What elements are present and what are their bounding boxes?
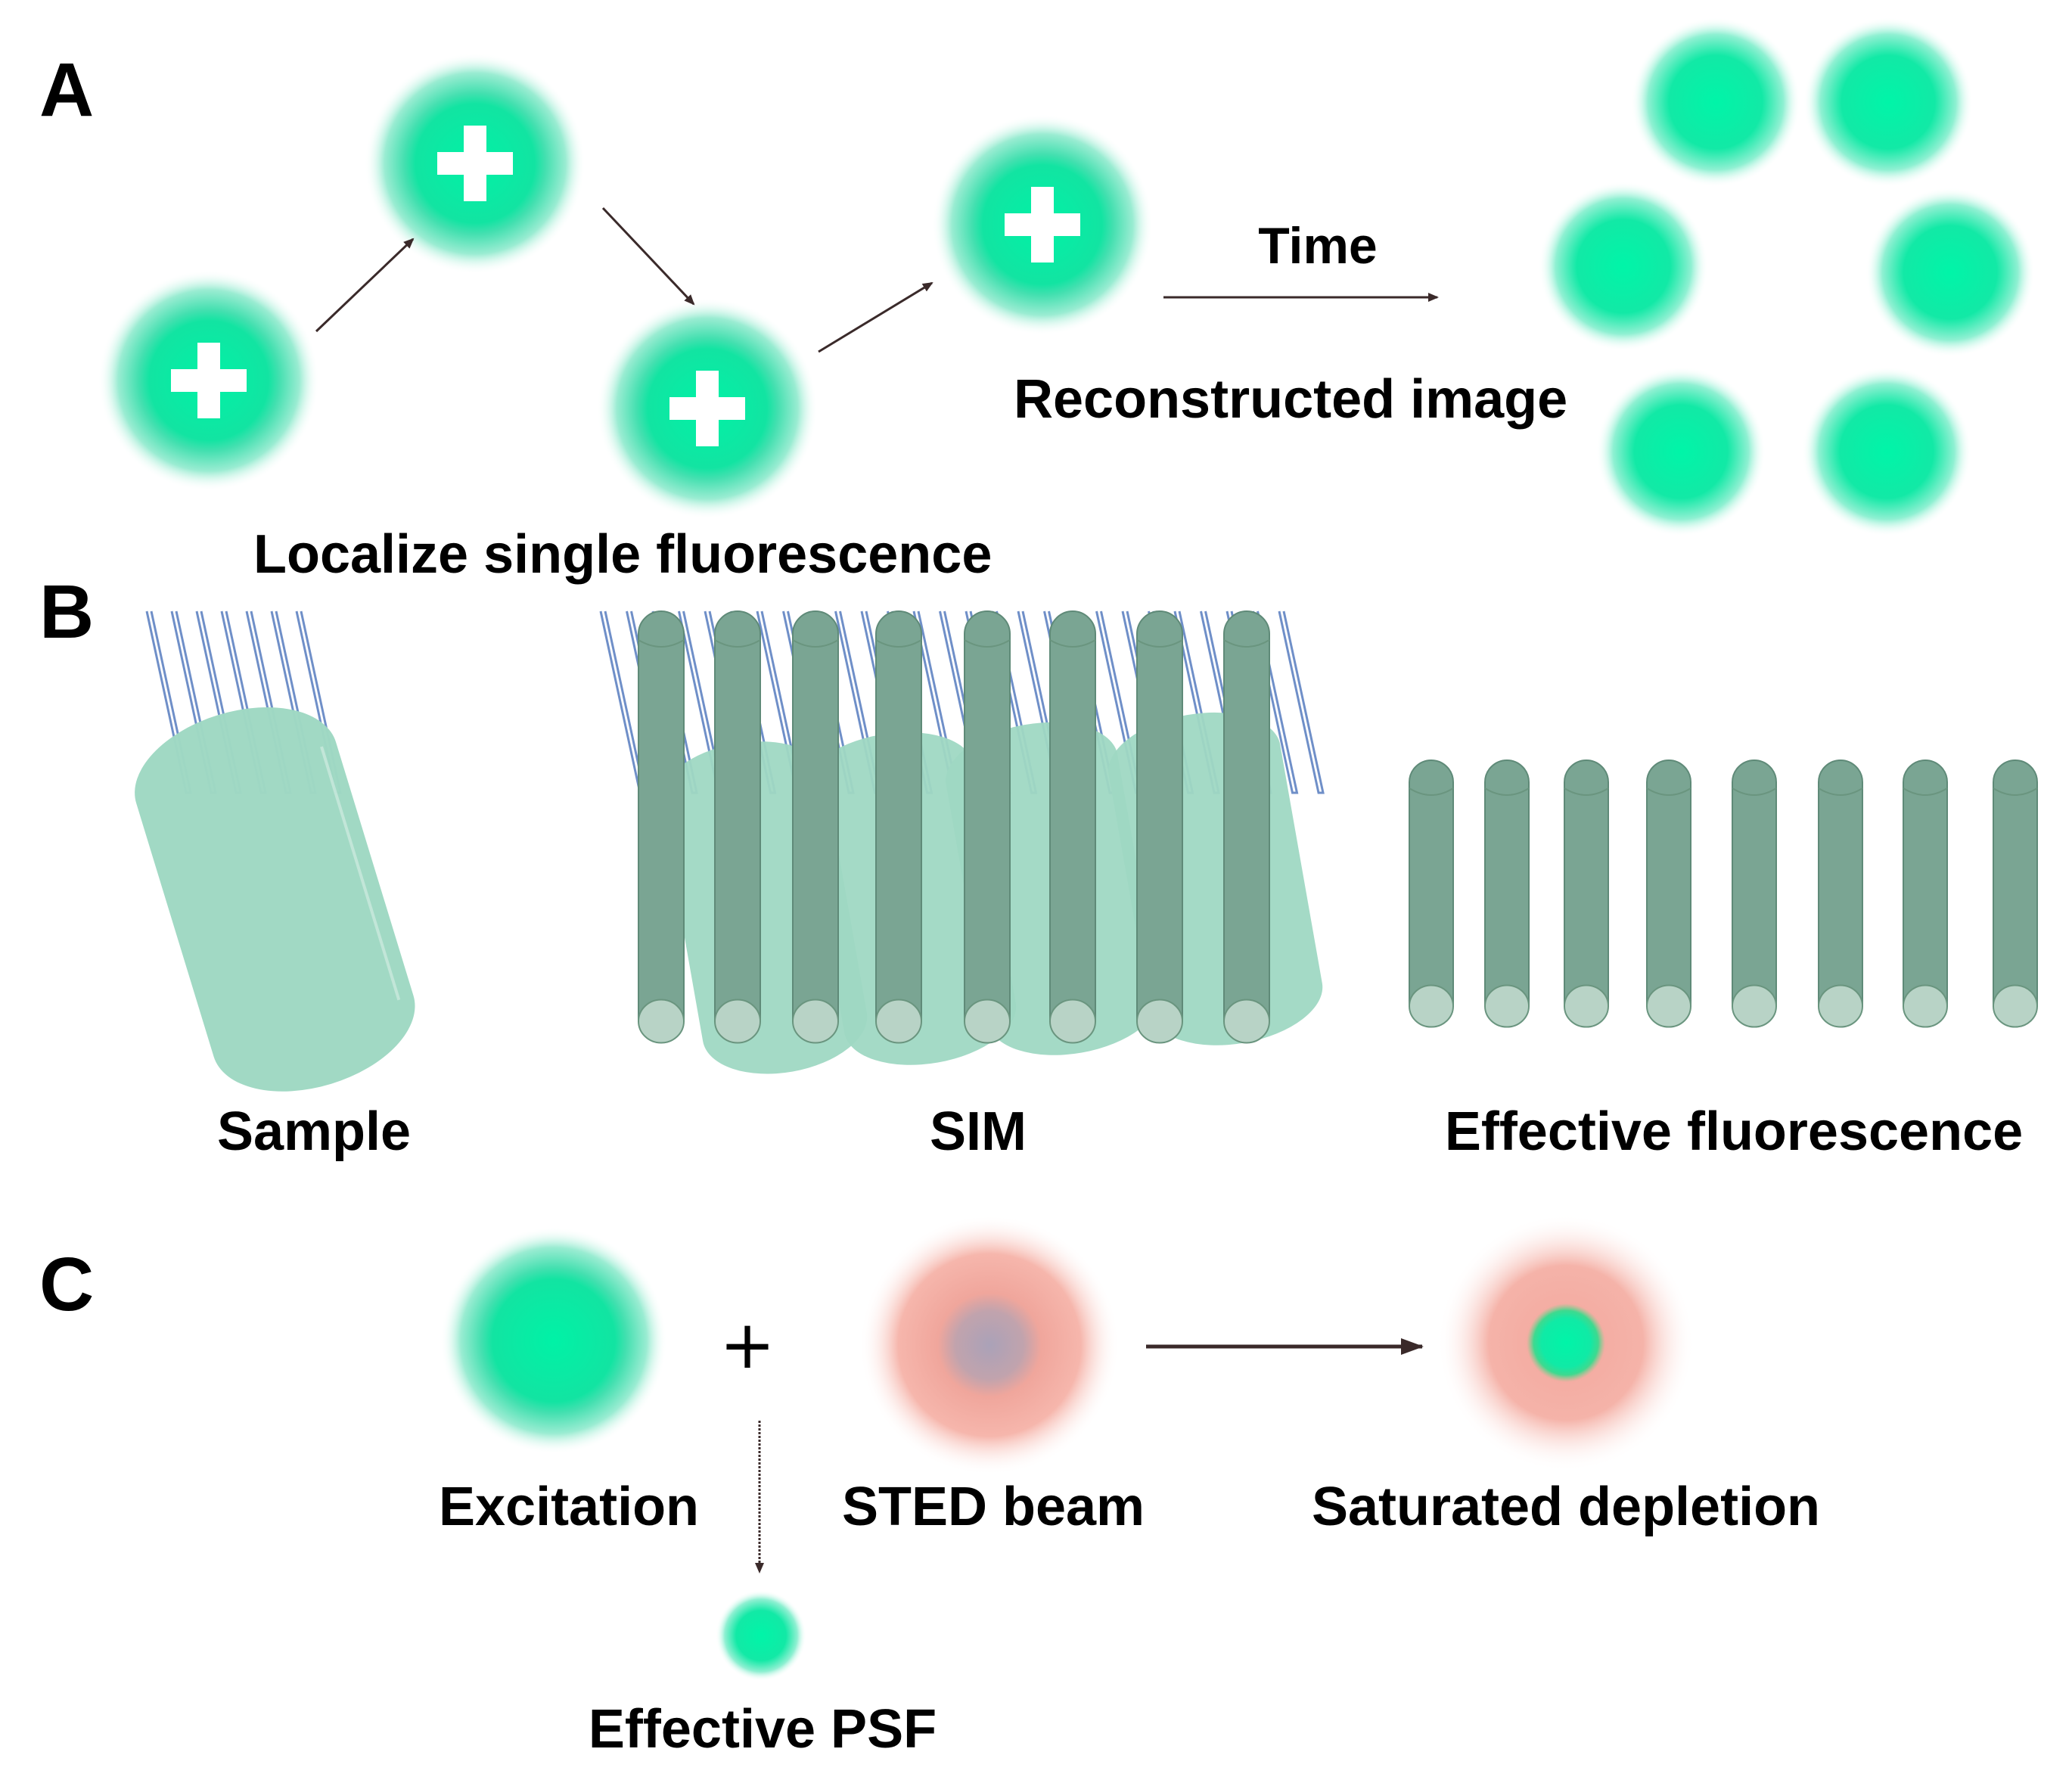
sted-donut-icon	[859, 1215, 1120, 1475]
sample-cylinder-icon	[135, 707, 415, 1092]
sim-group: SIM	[599, 610, 1325, 1162]
sample-label: Sample	[217, 1101, 411, 1162]
fluorescence-bar-icon	[1818, 760, 1863, 1028]
fluorescence-bar-icon	[638, 610, 685, 1044]
excitation-spot-icon	[440, 1227, 667, 1454]
effective-fluorescence-group: Effective fluorescence	[1409, 760, 2038, 1162]
fluorescent-spot-icon	[1631, 17, 1800, 187]
time-label: Time	[1258, 217, 1377, 275]
effective-bars	[1409, 760, 2038, 1028]
excitation-label: Excitation	[439, 1477, 699, 1537]
fluorescence-bar-icon	[714, 610, 761, 1044]
fluorescence-bar-icon	[1136, 610, 1183, 1044]
fluorescent-spot-icon	[1539, 182, 1708, 351]
arrow-1-icon	[315, 238, 415, 333]
fluorescence-bar-icon	[1993, 760, 2038, 1028]
fluorescence-bar-icon	[1049, 610, 1096, 1044]
fluorescent-spot-icon	[1803, 17, 1973, 187]
panel-a-label: A	[39, 48, 94, 132]
illumination-line	[1278, 610, 1325, 794]
emitter-1	[98, 270, 319, 491]
effective-psf-label: Effective PSF	[589, 1699, 937, 1760]
panel-b: B Sample	[39, 570, 2038, 1162]
illumination-line	[1252, 610, 1299, 794]
arrow-2-icon	[601, 207, 695, 306]
fluorescence-bar-icon	[1646, 760, 1691, 1028]
fluorescence-bar-icon	[1409, 760, 1454, 1028]
localize-single-fluorescence-label: Localize single fluorescence	[253, 524, 992, 585]
fluorescence-bar-icon	[875, 610, 922, 1044]
panel-a: A Time Reconstructed image Localize sing…	[39, 17, 2035, 585]
sample-group: Sample	[135, 610, 415, 1162]
fluorescence-bar-icon	[792, 610, 839, 1044]
emitter-2	[365, 53, 586, 274]
arrow-3-icon	[818, 281, 933, 353]
fluorescent-spot-icon	[1865, 188, 2035, 357]
saturated-depletion-label: Saturated depletion	[1312, 1477, 1820, 1537]
fluorescence-bar-icon	[1903, 760, 1948, 1028]
fluorescence-bar-icon	[1484, 760, 1530, 1028]
panel-b-label: B	[39, 570, 94, 654]
sim-label: SIM	[930, 1101, 1027, 1162]
emitter-4	[932, 114, 1153, 335]
reconstructed-image-label: Reconstructed image	[1014, 369, 1567, 430]
panel-c: C + Excitation STED beam Saturated deple…	[39, 1214, 1820, 1760]
fluorescence-bar-icon	[964, 610, 1011, 1044]
sim-bars	[638, 610, 1270, 1044]
plus-symbol: +	[719, 1306, 775, 1384]
fluorescent-spot-icon	[1596, 367, 1766, 536]
fluorescence-bar-icon	[1223, 610, 1270, 1044]
fluorescence-bar-icon	[1564, 760, 1609, 1028]
emitter-3	[597, 298, 818, 519]
reconstructed-image	[1539, 17, 2035, 536]
effective-fluorescence-label: Effective fluorescence	[1445, 1101, 2023, 1162]
sted-beam-label: STED beam	[842, 1477, 1145, 1537]
panel-c-label: C	[39, 1242, 94, 1327]
fluorescent-spot-icon	[1802, 367, 1971, 536]
saturated-depletion-icon	[1437, 1214, 1695, 1471]
depleted-core-icon	[1527, 1303, 1605, 1382]
fluorescence-bar-icon	[1732, 760, 1777, 1028]
effective-psf-icon	[716, 1590, 806, 1681]
